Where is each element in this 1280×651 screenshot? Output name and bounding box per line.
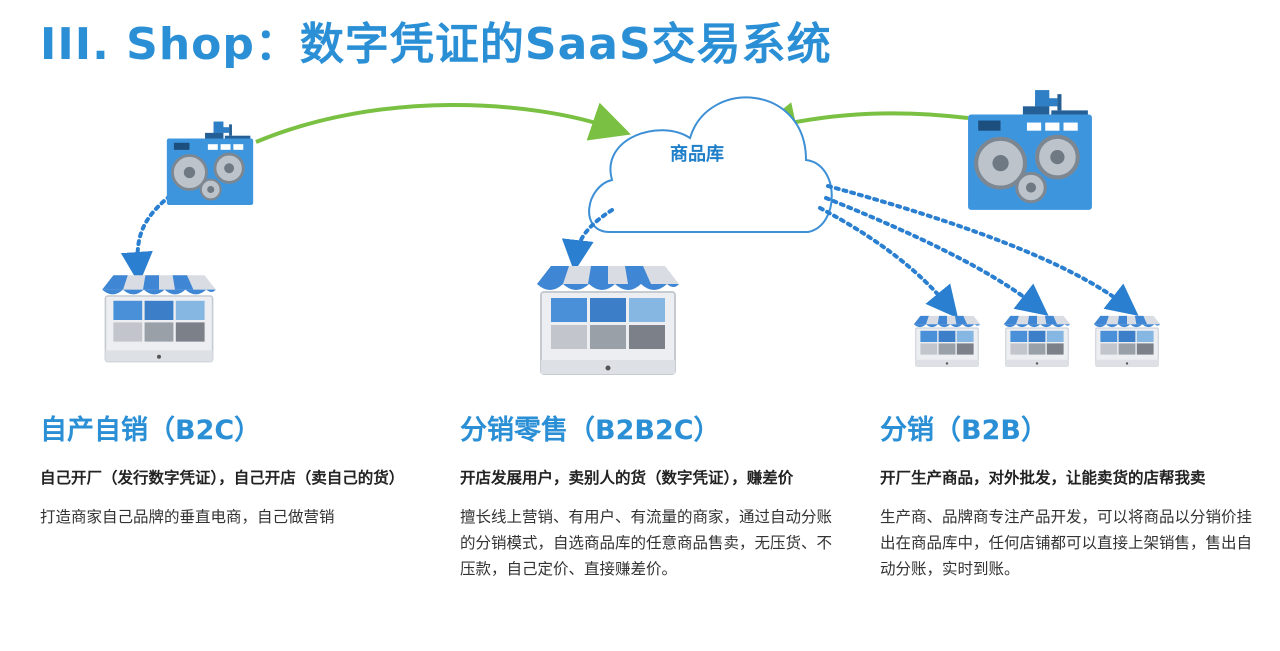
factory-icon <box>165 119 255 207</box>
column-heading: 分销（B2B） <box>880 415 1048 446</box>
dotted-arrow-factory-to-b2c <box>120 194 172 284</box>
column-heading: 自产自销（B2C） <box>40 415 262 446</box>
dotted-arrow-cloud-to-b2b-3 <box>826 184 1139 316</box>
dotted-arrow-cloud-to-b2b-1 <box>818 206 959 319</box>
factory-icon <box>968 90 1092 210</box>
dotted-arrow-cloud-to-b2b2c <box>561 208 614 272</box>
column-lead: 开店发展用户，卖别人的货（数字凭证），赚差价 <box>460 469 794 487</box>
storefront-icon <box>1003 315 1071 367</box>
dotted-arrow-cloud-to-b2b-2 <box>824 196 1049 316</box>
column-lead: 自己开厂（发行数字凭证），自己开店（卖自己的货） <box>40 469 405 487</box>
column-lead: 开厂生产商品，对外批发，让能卖货的店帮我卖 <box>880 469 1206 487</box>
column-heading: 分销零售（B2B2C） <box>460 415 721 446</box>
storefront-icon <box>101 274 217 363</box>
storefront-icon <box>1093 315 1161 367</box>
column-b2b2c: 分销零售（B2B2C） 开店发展用户，卖别人的货（数字凭证），赚差价 擅长线上营… <box>460 408 832 582</box>
cloud-label: 商品库 <box>670 144 724 165</box>
column-description: 擅长线上营销、有用户、有流量的商家，通过自动分账的分销模式，自选商品库的任意商品… <box>460 508 833 578</box>
column-description: 打造商家自己品牌的垂直电商，自己做营销 <box>40 508 335 526</box>
column-b2c: 自产自销（B2C） 自己开厂（发行数字凭证），自己开店（卖自己的货） 打造商家自… <box>40 408 412 530</box>
column-b2b: 分销（B2B） 开厂生产商品，对外批发，让能卖货的店帮我卖 生产商、品牌商专注产… <box>880 408 1252 582</box>
green-arrow-left <box>255 102 631 144</box>
column-description: 生产商、品牌商专注产品开发，可以将商品以分销价挂出在商品库中，任何店铺都可以直接… <box>880 508 1253 578</box>
cloud-icon <box>588 96 833 233</box>
page-title: III. Shop：数字凭证的SaaS交易系统 <box>40 19 832 70</box>
storefront-icon <box>535 264 681 376</box>
green-arrow-right <box>756 102 969 142</box>
storefront-icon <box>913 315 981 367</box>
